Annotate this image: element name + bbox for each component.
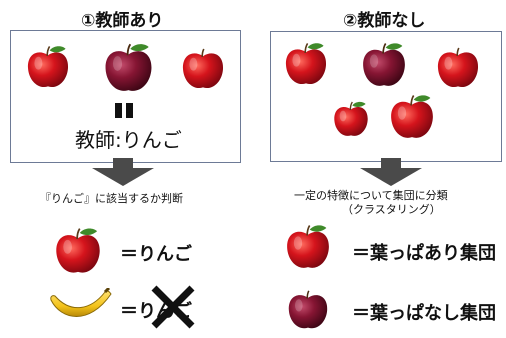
right-result-leaf-group: ＝葉っぱあり集団 bbox=[352, 243, 496, 264]
right-title: ②教師なし bbox=[343, 11, 426, 31]
apple-with-leaf-icon bbox=[24, 38, 72, 98]
apple-result-icon bbox=[52, 224, 104, 280]
apple-no-leaf-icon bbox=[434, 42, 482, 94]
dark-apple-with-leaf-icon bbox=[101, 38, 156, 100]
down-arrow-icon bbox=[360, 158, 422, 186]
equals-bar-left bbox=[115, 103, 122, 118]
banana-icon bbox=[50, 288, 112, 317]
cross-icon bbox=[151, 285, 195, 329]
left-result-apple: ＝りんご bbox=[120, 244, 192, 265]
dark-apple-no-leaf-icon bbox=[285, 284, 331, 336]
right-result-noleaf-group: ＝葉っぱなし集団 bbox=[352, 303, 496, 324]
apple-with-leaf-icon bbox=[387, 90, 437, 146]
equals-bar-right bbox=[126, 103, 133, 118]
apple-no-leaf-icon bbox=[179, 42, 227, 96]
right-caption-line1: 一定の特徴について集団に分類 bbox=[294, 189, 448, 202]
apple-with-leaf-icon bbox=[282, 37, 330, 93]
left-title: ①教師あり bbox=[81, 11, 164, 31]
dark-apple-with-leaf-icon bbox=[359, 38, 409, 94]
apple-with-leaf-icon bbox=[283, 220, 333, 276]
apple-with-leaf-icon bbox=[331, 96, 371, 144]
teacher-label: 教師:りんご bbox=[75, 128, 182, 152]
down-arrow-icon bbox=[92, 158, 154, 186]
left-caption: 『りんご』に該当するか判断 bbox=[40, 192, 183, 205]
right-caption-line2: （クラスタリング） bbox=[342, 203, 441, 216]
